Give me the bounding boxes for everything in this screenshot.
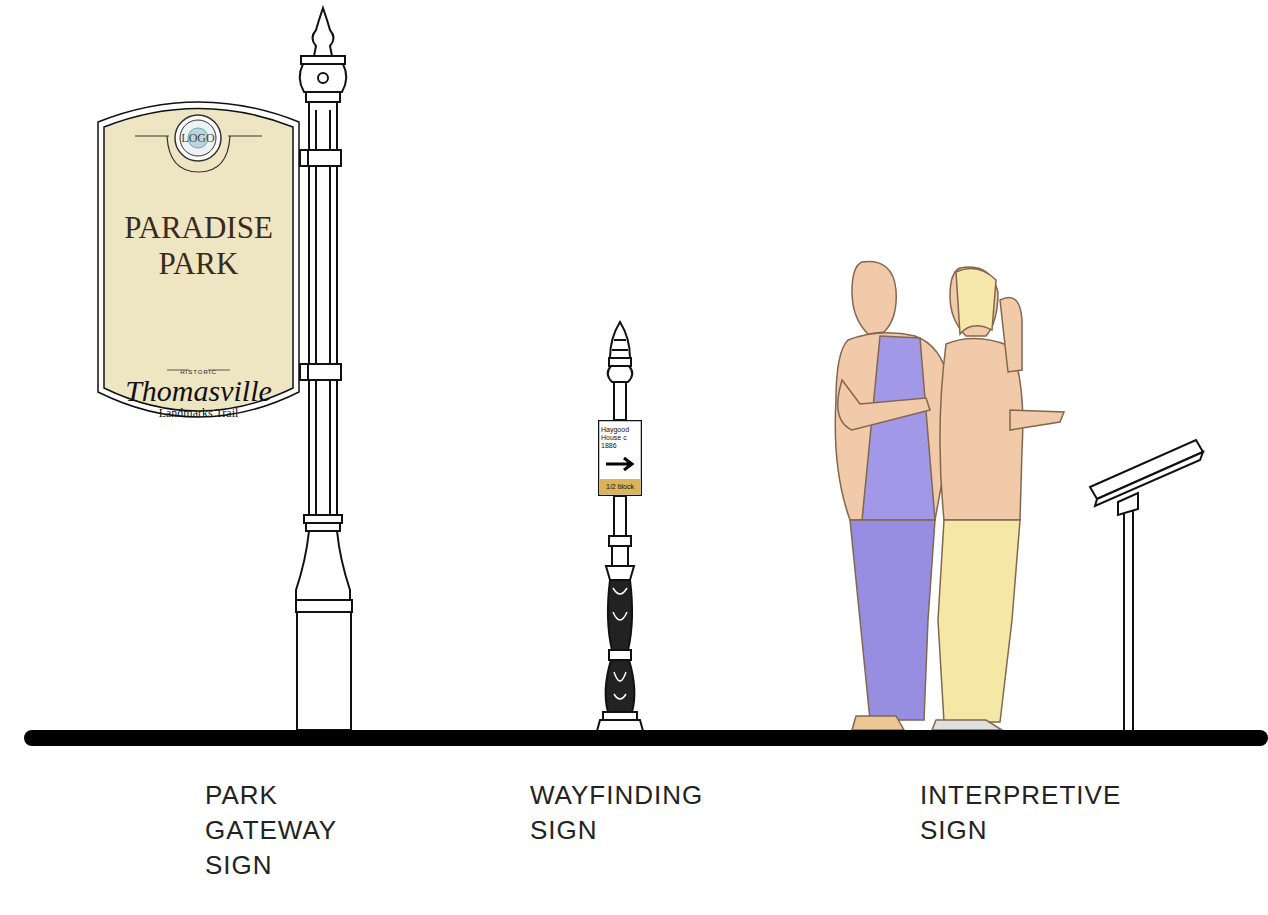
sign-caption: WAYFINDING SIGN	[530, 778, 730, 848]
logo-text: LOGO	[176, 130, 220, 146]
sign-caption: INTERPRETIVE SIGN	[920, 778, 1140, 848]
town-wordmark: Thomasville	[113, 374, 284, 408]
destination-text: Haygood House c 1886	[601, 426, 639, 450]
sign-caption: PARK GATEWAY SIGN	[205, 778, 345, 883]
trail-name: Landmarks Trail	[117, 406, 280, 420]
park-name: PARADISE PARK	[105, 210, 292, 282]
logo-circle: LOGO	[174, 114, 222, 162]
distance-text: 1/2 block	[599, 480, 641, 493]
wayfinding-panel: Haygood House c 1886 1/2 block	[598, 420, 642, 496]
gateway-panel: PARADISE PARKHISTORICThomasvilleLandmark…	[97, 92, 300, 430]
